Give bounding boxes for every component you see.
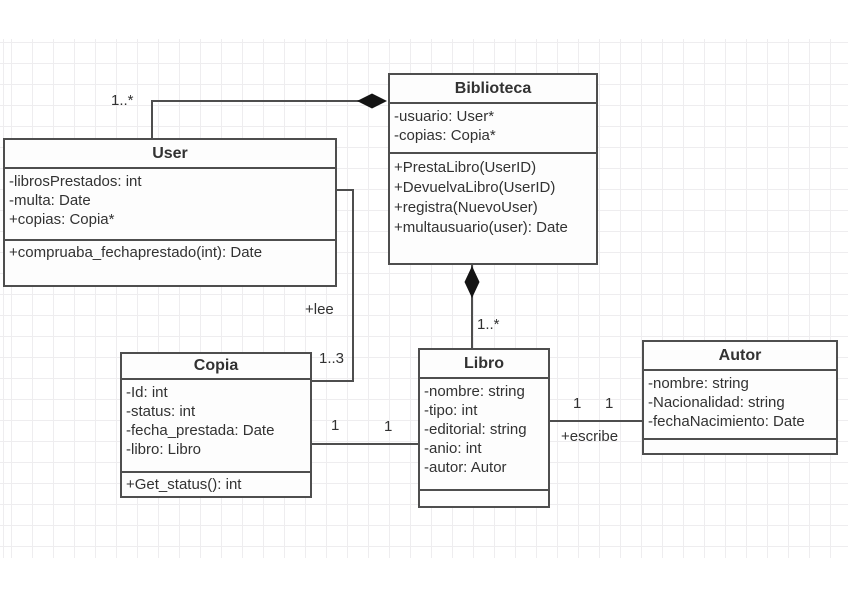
member-text: -usuario: User*: [394, 108, 495, 125]
multiplicity-libro-autor-left: 1: [573, 395, 582, 412]
multiplicity-libro-side: 1: [384, 418, 393, 435]
class-methods: [420, 491, 548, 506]
class-copia[interactable]: Copia -Id: int -status: int -fecha_prestad…: [120, 352, 312, 498]
member-text: -status: int: [126, 403, 196, 420]
multiplicity-user-copia: 1..3: [319, 350, 345, 367]
class-attributes: -nombre: string -Nacionalidad: string -fec…: [644, 371, 836, 440]
composition-diamond-icon: [464, 266, 480, 298]
edge-user-copia-stub[interactable]: [337, 189, 354, 191]
composition-diamond-icon: [357, 93, 387, 109]
member-text: -nombre: string: [424, 383, 525, 400]
class-methods: +compruaba_fechaprestado(int): Date: [5, 241, 335, 285]
class-libro[interactable]: Libro -nombre: string -tipo: int -editoria…: [418, 348, 550, 508]
member-text: -libro: Libro: [126, 441, 202, 458]
class-biblioteca[interactable]: Biblioteca -usuario: User* -copias: Copia…: [388, 73, 598, 265]
member-text: -tipo: int: [424, 402, 478, 419]
association-name-lee: +lee: [305, 301, 334, 318]
member-text: -copias: Copia*: [394, 127, 496, 144]
class-attributes: -nombre: string -tipo: int -editorial: str…: [420, 379, 548, 491]
class-attributes: -Id: int -status: int -fecha_prestada: Dat…: [122, 380, 310, 473]
multiplicity-copia-side: 1: [331, 417, 340, 434]
class-methods: +PrestaLibro(UserID) +DevuelvaLibro(UserI…: [390, 154, 596, 263]
multiplicity-libro-autor-right: 1: [605, 395, 614, 412]
class-methods: [644, 440, 836, 453]
class-title: Libro: [420, 350, 548, 379]
member-text: +PrestaLibro(UserID): [394, 159, 537, 176]
edge-user-biblioteca-horizontal[interactable]: [151, 100, 363, 102]
edge-libro-autor[interactable]: [549, 420, 642, 422]
multiplicity-biblioteca-libro: 1..*: [477, 316, 500, 333]
class-title: Biblioteca: [390, 75, 596, 104]
class-methods: +Get_status(): int: [122, 473, 310, 496]
association-name-escribe: +escribe: [561, 428, 619, 445]
class-attributes: -usuario: User* -copias: Copia*: [390, 104, 596, 154]
member-text: -autor: Autor: [424, 459, 507, 476]
member-text: -Id: int: [126, 384, 168, 401]
class-autor[interactable]: Autor -nombre: string -Nacionalidad: stri…: [642, 340, 838, 455]
member-text: +DevuelvaLibro(UserID): [394, 179, 556, 196]
member-text: +copias: Copia*: [9, 211, 115, 228]
edge-user-copia-horizontal[interactable]: [311, 380, 354, 382]
member-text: -fecha_prestada: Date: [126, 422, 275, 439]
edge-biblioteca-libro-vertical[interactable]: [471, 265, 473, 349]
class-title: User: [5, 140, 335, 169]
member-text: +multausuario(user): Date: [394, 219, 568, 236]
class-title: Autor: [644, 342, 836, 371]
class-title: Copia: [122, 354, 310, 380]
member-text: -multa: Date: [9, 192, 91, 209]
class-attributes: -librosPrestados: int -multa: Date +copias…: [5, 169, 335, 241]
edge-copia-libro[interactable]: [311, 443, 418, 445]
member-text: -librosPrestados: int: [9, 173, 142, 190]
member-text: -Nacionalidad: string: [648, 394, 785, 411]
member-text: -fechaNacimiento: Date: [648, 413, 805, 430]
member-text: +Get_status(): int: [126, 476, 242, 493]
member-text: -editorial: string: [424, 421, 527, 438]
class-user[interactable]: User -librosPrestados: int -multa: Date +c…: [3, 138, 337, 287]
member-text: +registra(NuevoUser): [394, 199, 538, 216]
member-text: -anio: int: [424, 440, 482, 457]
edge-user-biblioteca-vertical[interactable]: [151, 102, 153, 138]
multiplicity-user-biblioteca: 1..*: [111, 92, 134, 109]
member-text: +compruaba_fechaprestado(int): Date: [9, 244, 263, 261]
edge-user-copia-vertical[interactable]: [352, 189, 354, 382]
member-text: -nombre: string: [648, 375, 749, 392]
